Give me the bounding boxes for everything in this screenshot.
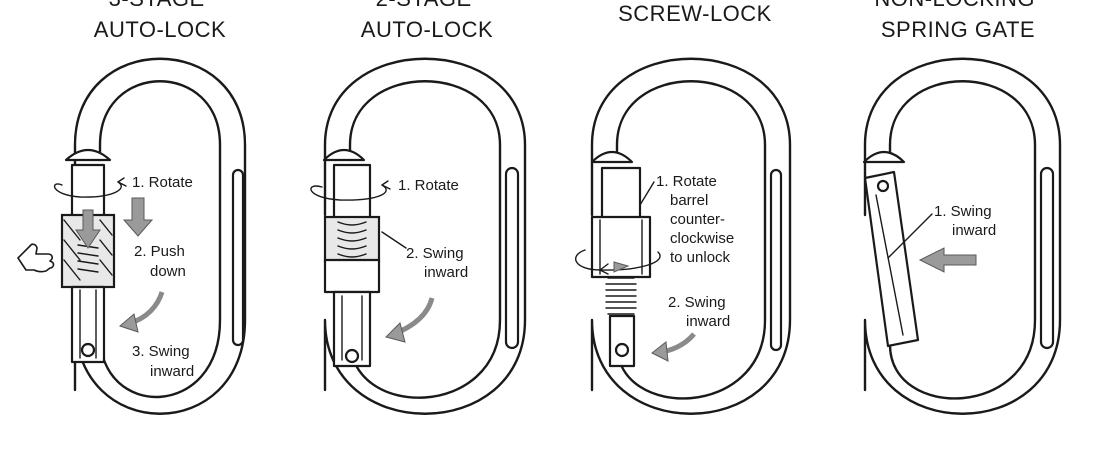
step-label: 2. Swing inward: [668, 294, 730, 330]
panel-title: 3-STAGE AUTO-LOCK: [94, 0, 226, 42]
left-arrow-icon: [918, 247, 977, 273]
pointing-hand-icon: [17, 243, 55, 273]
carabiner-frame: [322, 57, 527, 415]
rotate-arrow-icon: [310, 180, 391, 201]
leader-line: [887, 213, 933, 259]
rotate-arrow-icon: [575, 249, 661, 275]
panel-title: NON-LOCKING SPRING GATE: [874, 0, 1041, 42]
step-label: 1. Swing inward: [934, 203, 996, 239]
down-arrow-icon: [122, 197, 154, 237]
carabiner-frame: [64, 57, 247, 415]
panel-non-locking-spring-gate: NON-LOCKING SPRING GATE 1. Swing inward: [862, 0, 1062, 415]
panel-title: SCREW-LOCK: [618, 1, 772, 26]
locking-gate: [323, 163, 381, 368]
panel-3-stage-auto-lock: 3-STAGE AUTO-LOCK: [17, 0, 247, 415]
step-label: 1. Rotate barrel counter- clockwise to u…: [656, 173, 738, 266]
step-label: 1. Rotate: [132, 174, 193, 191]
locking-gate: [590, 166, 652, 368]
step-label: 3. Swing inward: [132, 343, 194, 380]
step-label: 2. Push down: [134, 243, 189, 280]
panel-2-stage-auto-lock: 2-STAGE AUTO-LOCK 1. Rotate: [310, 0, 527, 415]
panel-title: 2-STAGE AUTO-LOCK: [361, 0, 493, 42]
carabiner-frame: [590, 57, 792, 415]
curved-arrow-icon: [385, 297, 435, 343]
spring-gate: [863, 170, 920, 348]
step-label: 2. Swing inward: [406, 245, 468, 281]
locking-gate: [60, 163, 116, 364]
carabiner-frame: [862, 57, 1062, 415]
panel-screw-lock: SCREW-LOCK 1. Rotate bar: [575, 1, 792, 415]
leader-line: [381, 231, 407, 249]
down-arrow-icon: [75, 209, 101, 249]
leader-line: [639, 181, 655, 206]
rotate-arrow-icon: [53, 177, 127, 198]
curved-arrow-icon: [119, 291, 165, 333]
step-label: 1. Rotate: [398, 177, 459, 194]
curved-arrow-icon: [651, 332, 696, 362]
